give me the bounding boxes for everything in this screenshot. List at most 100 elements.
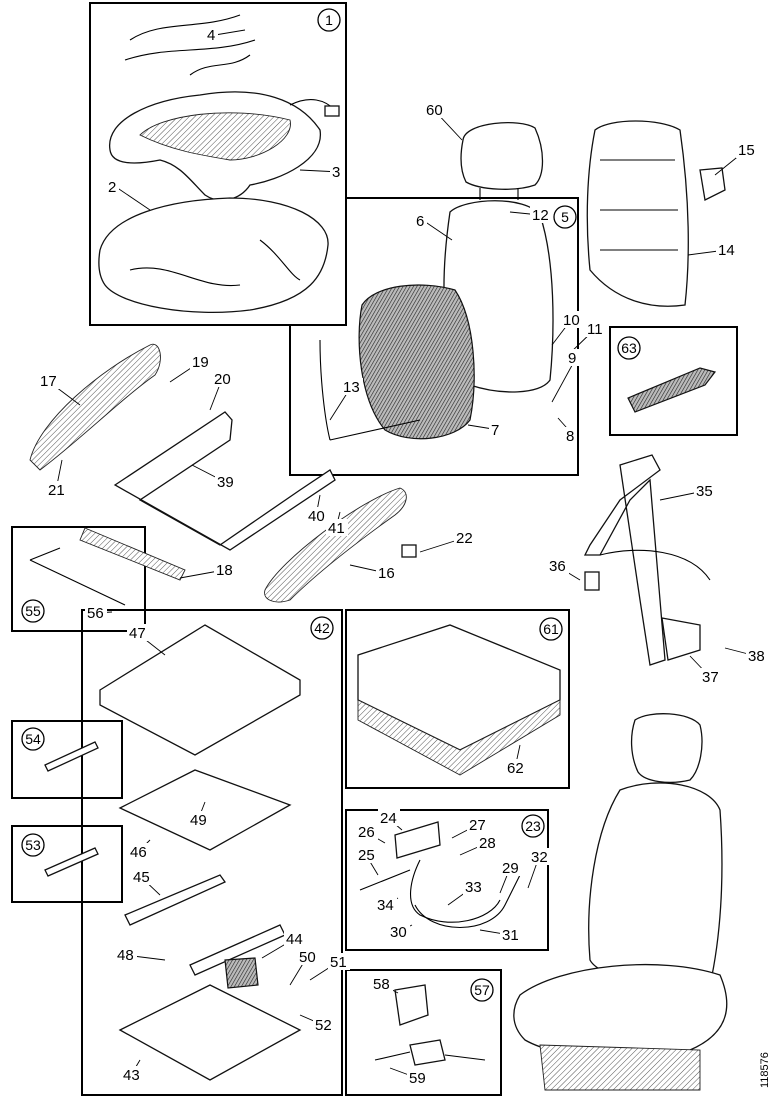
callout-6: 6 xyxy=(416,213,424,230)
callout-21: 21 xyxy=(48,482,65,499)
callout-4-leader xyxy=(214,29,246,36)
group-57-circle xyxy=(470,978,494,1002)
callout-59: 59 xyxy=(409,1070,426,1087)
callout-35-bg xyxy=(694,482,716,499)
callout-60-bg xyxy=(424,101,446,118)
callout-43: 43 xyxy=(123,1067,140,1084)
callout-39: 39 xyxy=(217,474,234,491)
callout-44: 44 xyxy=(286,931,303,948)
seat-cushion-pad xyxy=(98,197,329,314)
callout-19: 19 xyxy=(192,354,209,371)
callout-14-bg xyxy=(716,241,738,258)
figure-reference: 118576 xyxy=(759,1052,771,1088)
lumbar-bracket xyxy=(699,167,726,201)
callout-31-bg xyxy=(500,926,522,943)
callout-47: 47 xyxy=(129,625,146,642)
scissor-frame xyxy=(118,769,292,851)
group-57-label: 57 xyxy=(474,982,490,998)
callout-38-bg xyxy=(746,647,768,664)
seat-belt-assembly xyxy=(583,454,666,666)
heating-connector xyxy=(324,105,340,117)
callout-47-bg xyxy=(127,624,149,641)
callout-49: 49 xyxy=(190,812,207,829)
callout-45: 45 xyxy=(133,869,150,886)
callout-29-bg xyxy=(500,859,522,876)
callout-18: 18 xyxy=(216,562,233,579)
callout-34-bg xyxy=(375,896,397,913)
group-42-circle xyxy=(310,616,334,640)
front-trim-panel xyxy=(79,527,186,581)
callout-13: 13 xyxy=(343,379,360,396)
callout-48-bg xyxy=(115,946,137,963)
callout-37: 37 xyxy=(702,669,719,686)
group-23-circle xyxy=(521,814,545,838)
callout-9: 9 xyxy=(568,350,576,367)
callout-49-bg xyxy=(188,811,210,828)
callout-20-bg xyxy=(212,370,234,387)
group-5-label: 5 xyxy=(561,209,569,225)
group-55-label: 55 xyxy=(25,603,41,619)
callout-3-bg xyxy=(330,163,343,180)
callout-32: 32 xyxy=(531,849,548,866)
group-55-circle xyxy=(21,599,45,623)
assembled-seat xyxy=(513,713,728,1091)
callout-39-bg xyxy=(215,473,237,490)
valve-block xyxy=(394,821,441,859)
handle-cover xyxy=(627,367,717,413)
shroud-bellows xyxy=(357,699,561,776)
group-box-55 xyxy=(11,526,146,632)
callout-17-bg xyxy=(38,372,60,389)
upper-slide-frame xyxy=(99,624,301,756)
callout-28-bg xyxy=(477,834,499,851)
callout-30-bg xyxy=(388,923,410,940)
callout-18-bg xyxy=(214,561,236,578)
callout-44-bg xyxy=(284,930,306,947)
sensor-assembly xyxy=(409,1039,446,1066)
group-5-circle xyxy=(553,205,577,229)
callout-12-bg xyxy=(530,206,552,223)
gas-stay-53 xyxy=(44,847,99,877)
group-1-label: 1 xyxy=(325,12,333,28)
callout-8-bg xyxy=(564,427,577,444)
air-hose xyxy=(414,874,521,929)
callout-11: 11 xyxy=(587,321,603,338)
callout-32-bg xyxy=(529,848,551,865)
group-61-label: 61 xyxy=(543,621,559,637)
callout-43-bg xyxy=(121,1066,143,1083)
group-box-23 xyxy=(345,809,549,951)
side-cover-left xyxy=(29,343,161,471)
group-box-5 xyxy=(289,197,579,476)
callout-22-bg xyxy=(454,529,476,546)
seat-rail-frame xyxy=(113,411,336,551)
callout-36: 36 xyxy=(549,558,566,575)
callout-29: 29 xyxy=(502,860,519,877)
callout-40: 40 xyxy=(308,508,325,525)
group-1-circle xyxy=(317,8,341,32)
callout-62-bg xyxy=(505,759,527,776)
callout-36-bg xyxy=(547,557,569,574)
callout-12: 12 xyxy=(532,207,549,224)
callout-15: 15 xyxy=(738,142,755,159)
callout-8: 8 xyxy=(566,428,574,445)
group-box-1 xyxy=(89,2,347,326)
group-63-circle xyxy=(617,336,641,360)
callout-56-bg xyxy=(85,604,107,621)
group-42-label: 42 xyxy=(314,620,330,636)
callout-58: 58 xyxy=(373,976,390,993)
callout-27: 27 xyxy=(469,817,486,834)
callout-45-bg xyxy=(131,868,153,885)
headrest xyxy=(460,122,544,190)
group-box-61 xyxy=(345,609,570,789)
callout-25: 25 xyxy=(358,847,375,864)
callout-26-bg xyxy=(356,823,378,840)
group-box-63 xyxy=(609,326,738,436)
backrest-rear-panel xyxy=(586,120,689,307)
callout-24: 24 xyxy=(380,810,397,827)
callout-2-leader xyxy=(115,186,151,211)
callout-24-bg xyxy=(378,809,400,826)
callout-33: 33 xyxy=(465,879,482,896)
callout-2-bg xyxy=(106,178,119,195)
callout-35: 35 xyxy=(696,483,713,500)
group-53-circle xyxy=(21,833,45,857)
callout-46: 46 xyxy=(130,844,147,861)
